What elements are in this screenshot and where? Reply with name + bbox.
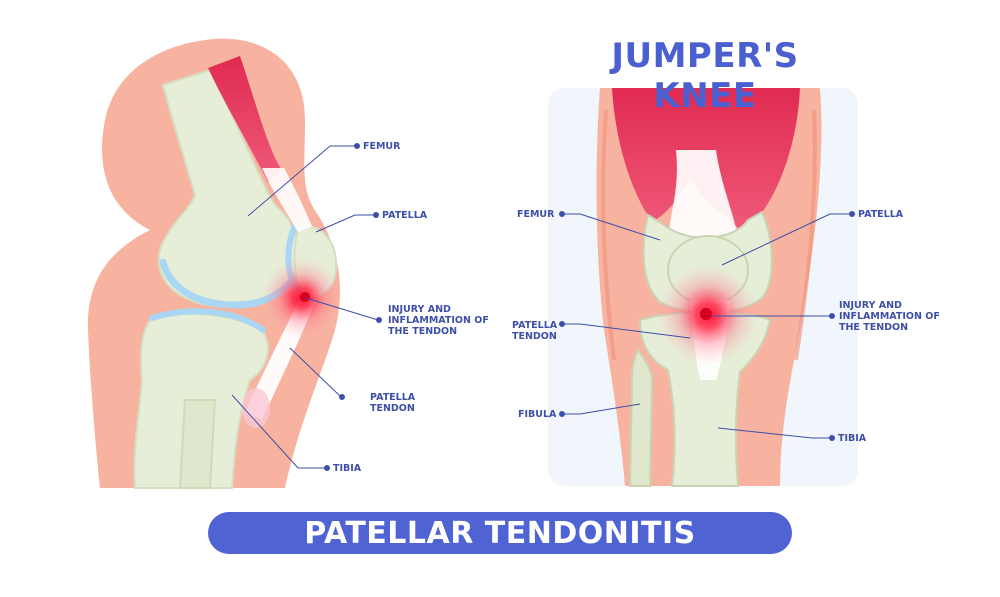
right-label-injury: INJURY AND INFLAMMATION OF THE TENDON	[839, 300, 940, 333]
banner-title: PATELLAR TENDONITIS	[208, 512, 792, 554]
right-leader-lines	[559, 211, 855, 441]
right-fibula	[628, 348, 654, 487]
left-quad-muscle	[208, 56, 282, 182]
left-quad-tendon	[262, 168, 312, 232]
diagram-title: JUMPER'S KNEE	[611, 36, 799, 116]
right-label-femur: FEMUR	[517, 209, 555, 220]
left-fibula	[178, 399, 217, 489]
right-label-tibia: TIBIA	[838, 433, 867, 444]
right-label-fibula: FIBULA	[518, 409, 557, 420]
left-label-tibia: TIBIA	[333, 463, 362, 474]
left-side-view	[87, 38, 382, 489]
left-label-femur: FEMUR	[363, 141, 401, 152]
right-front-view	[548, 88, 858, 487]
left-label-patella: PATELLA	[382, 210, 428, 221]
left-tibia-cartilage	[149, 308, 266, 333]
left-tendon-insertion	[242, 388, 270, 428]
right-label-patella: PATELLA	[858, 209, 904, 220]
right-quad-tendon	[668, 150, 738, 240]
right-label-patella-tendon: PATELLA TENDON	[512, 320, 558, 342]
left-label-injury: INJURY AND INFLAMMATION OF THE TENDON	[388, 304, 489, 337]
left-leader-lines	[231, 143, 382, 471]
left-label-patella-tendon: PATELLA TENDON	[370, 392, 416, 414]
